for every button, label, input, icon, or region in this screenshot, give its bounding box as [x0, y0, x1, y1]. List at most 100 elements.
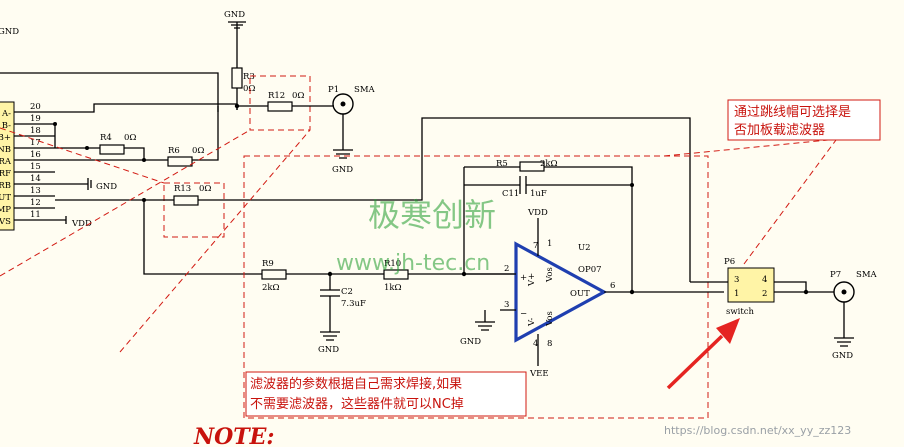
svg-text:3: 3: [734, 275, 739, 285]
r13-dashed-box: [163, 182, 225, 238]
sma-connector-p7: P7 SMA GND: [830, 270, 878, 361]
svg-text:R13: R13: [174, 184, 191, 194]
svg-text:R3: R3: [243, 72, 255, 82]
conn-label-4: NB: [0, 145, 11, 155]
svg-text:R10: R10: [384, 259, 401, 269]
leader-line-1: [0, 129, 251, 277]
opamp-u2: 2 3 + − OUT 6 U2 OP07 7 4 1 8 V+ V- Vos …: [504, 239, 615, 349]
conn-label-1: A-: [1, 109, 11, 119]
svg-text:不需要滤波器，这些器件就可以NC掉: 不需要滤波器，这些器件就可以NC掉: [250, 396, 464, 412]
svg-text:8: 8: [547, 339, 552, 349]
svg-text:3: 3: [504, 300, 509, 310]
svg-text:V+: V+: [527, 273, 537, 287]
svg-text:VEE: VEE: [529, 369, 549, 379]
svg-text:Vos: Vos: [545, 311, 555, 327]
conn-pin-12: 12: [30, 198, 41, 208]
svg-text:4: 4: [762, 275, 767, 285]
footer-url: https://blog.csdn.net/xx_yy_zz123: [664, 424, 851, 437]
conn-pin-19: 19: [30, 114, 41, 124]
conn-label-10: VS: [0, 217, 11, 227]
resistor-r5: R5 2kΩ: [496, 159, 558, 172]
svg-text:R9: R9: [262, 259, 274, 269]
svg-text:OP07: OP07: [578, 265, 602, 275]
svg-text:2kΩ: 2kΩ: [262, 283, 280, 293]
svg-text:滤波器的参数根据自己需求焊接,如果: 滤波器的参数根据自己需求焊接,如果: [250, 376, 462, 392]
filter-note: 滤波器的参数根据自己需求焊接,如果 不需要滤波器，这些器件就可以NC掉: [245, 371, 527, 417]
svg-text:P7: P7: [830, 270, 841, 280]
conn-label-5: RA: [0, 157, 12, 167]
svg-text:GND: GND: [332, 165, 353, 175]
watermark-url: www.jh-tec.cn: [336, 251, 490, 276]
svg-text:2kΩ: 2kΩ: [540, 159, 558, 169]
svg-text:Vos: Vos: [545, 267, 555, 283]
svg-text:U2: U2: [578, 243, 591, 253]
svg-text:−: −: [520, 309, 527, 319]
svg-text:4: 4: [533, 339, 538, 349]
svg-text:0Ω: 0Ω: [243, 84, 255, 94]
svg-text:R4: R4: [100, 133, 112, 143]
conn-pin-18: 18: [30, 126, 41, 136]
leader-line-5: [0, 127, 165, 184]
jumper-p6: P6 3 4 1 2 switch: [724, 257, 775, 317]
conn-pin-16: 16: [30, 150, 41, 160]
resistor-r3: R3 0Ω: [231, 60, 255, 110]
gnd-label-topleft: GND: [0, 27, 19, 37]
leader-line-2: [119, 129, 311, 353]
gnd-top: GND: [224, 10, 246, 60]
svg-text:P1: P1: [328, 85, 339, 95]
conn-pin-14: 14: [30, 174, 41, 184]
svg-text:P6: P6: [724, 257, 735, 267]
conn-label-3: B+: [0, 133, 11, 143]
svg-text:GND: GND: [832, 351, 853, 361]
svg-text:0Ω: 0Ω: [292, 91, 304, 101]
svg-text:7: 7: [533, 241, 538, 251]
capacitor-c11: C11 1uF: [502, 176, 547, 199]
jumper-note: 通过跳线帽可选择是 否加板载滤波器: [727, 99, 881, 141]
svg-text:1uF: 1uF: [530, 189, 547, 199]
resistor-r9: R9 2kΩ: [261, 259, 287, 293]
sma-connector-p1: P1 SMA GND: [328, 85, 376, 175]
svg-text:GND: GND: [460, 337, 481, 347]
svg-text:通过跳线帽可选择是: 通过跳线帽可选择是: [734, 104, 851, 120]
svg-text:SMA: SMA: [856, 270, 878, 280]
conn-label-2: B-: [2, 121, 11, 131]
svg-text:C11: C11: [502, 189, 519, 199]
arrow-icon: [666, 318, 740, 390]
svg-text:VDD: VDD: [71, 219, 92, 229]
svg-text:7.3uF: 7.3uF: [341, 299, 366, 309]
svg-text:2: 2: [762, 289, 767, 299]
resistor-r12: R12 0Ω: [267, 91, 304, 112]
conn-pin-13: 13: [30, 186, 41, 196]
svg-text:R5: R5: [496, 159, 508, 169]
filter-dashed-box: [243, 155, 709, 419]
svg-text:R12: R12: [268, 91, 285, 101]
r12-dashed-box: [249, 75, 311, 131]
conn-label-9: MP: [0, 205, 11, 215]
conn-pin-11: 11: [30, 210, 41, 220]
svg-text:1: 1: [734, 289, 739, 299]
svg-text:+: +: [520, 273, 527, 283]
svg-text:C2: C2: [341, 287, 353, 297]
conn-label-7: RB: [0, 181, 11, 191]
svg-text:1kΩ: 1kΩ: [384, 283, 402, 293]
resistor-r6: R6 0Ω: [167, 146, 204, 167]
svg-text:SMA: SMA: [354, 85, 376, 95]
resistor-r4: R4 0Ω: [99, 133, 136, 155]
resistor-r13: R13 0Ω: [173, 184, 211, 206]
svg-text:OUT: OUT: [570, 289, 590, 299]
conn-pin-20: 20: [30, 102, 41, 112]
svg-text:switch: switch: [726, 307, 755, 317]
svg-text:VDD: VDD: [527, 208, 548, 218]
leader-line-4: [743, 139, 837, 265]
conn-pin-15: 15: [30, 162, 41, 172]
svg-text:1: 1: [547, 239, 552, 249]
svg-text:0Ω: 0Ω: [124, 133, 136, 143]
leader-line-3: [663, 139, 829, 157]
connector-partial: A- B- B+ NB RA RF RB UT MP VS 20 19 18 1…: [0, 101, 55, 231]
svg-text:0Ω: 0Ω: [192, 146, 204, 156]
watermark-cn: 极寒创新: [368, 196, 496, 234]
conn-pin-17: 17: [30, 138, 41, 148]
svg-text:0Ω: 0Ω: [199, 184, 211, 194]
svg-text:GND: GND: [318, 345, 339, 355]
